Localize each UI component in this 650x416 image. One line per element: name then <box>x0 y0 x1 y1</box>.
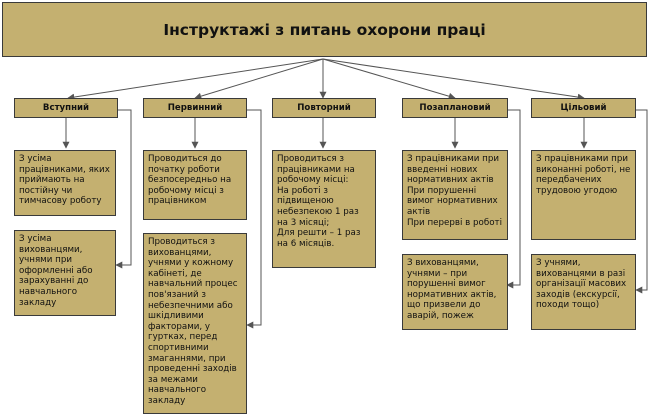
diagram-title: Інструктажі з питань охорони праці <box>2 2 647 57</box>
category-label: Цільовий <box>560 103 607 113</box>
note-pozaplanovyi-workers: З працівниками при введенні нових нормат… <box>402 150 508 240</box>
note-pozaplanovyi-pupils: З вихованцями, учнями – при порушенні ви… <box>402 254 508 330</box>
note-vstupnyi-pupils: З усіма вихованцями, учнями при оформлен… <box>14 230 116 316</box>
category-vstupnyi: Вступний <box>14 98 118 118</box>
arrow-header-to-vstupnyi <box>67 58 324 101</box>
arrow-vstupnyi-note-2 <box>115 109 132 269</box>
category-label: Вступний <box>42 103 90 113</box>
arrow-header-to-pozaplanovyi <box>322 58 456 100</box>
note-pervynnyi-workers: Проводиться до початку роботи безпосеред… <box>143 150 247 220</box>
arrow-header-to-pervynnyi <box>194 58 324 100</box>
arrow-pozaplanovyi-note-2 <box>505 109 521 289</box>
note-vstupnyi-workers: З усіма працівниками, яких приймають на … <box>14 150 116 216</box>
category-pozaplanovyi: Позаплановий <box>402 98 508 118</box>
category-label: Повторний <box>297 103 351 113</box>
arrow-pervynnyi-note-2 <box>245 109 262 329</box>
arrow-header-to-tsilovyi <box>322 58 585 101</box>
category-label: Позаплановий <box>419 103 491 113</box>
category-tsilovyi: Цільовий <box>531 98 636 118</box>
note-pervynnyi-pupils: Проводиться з вихованцями, учнями у кожн… <box>143 233 247 414</box>
diagram-title-text: Інструктажі з питань охорони праці <box>163 20 486 39</box>
category-label: Первинний <box>167 103 223 113</box>
category-pervynnyi: Первинний <box>143 98 247 118</box>
note-povtornyi: Проводиться з працівниками на робочому м… <box>272 150 376 268</box>
category-povtornyi: Повторний <box>272 98 376 118</box>
note-tsilovyi-workers: З працівниками при виконанні роботі, не … <box>531 150 636 240</box>
note-tsilovyi-pupils: З учнями, вихованцями в разі організації… <box>531 254 636 330</box>
arrow-tsilovyi-note-2 <box>634 109 648 294</box>
